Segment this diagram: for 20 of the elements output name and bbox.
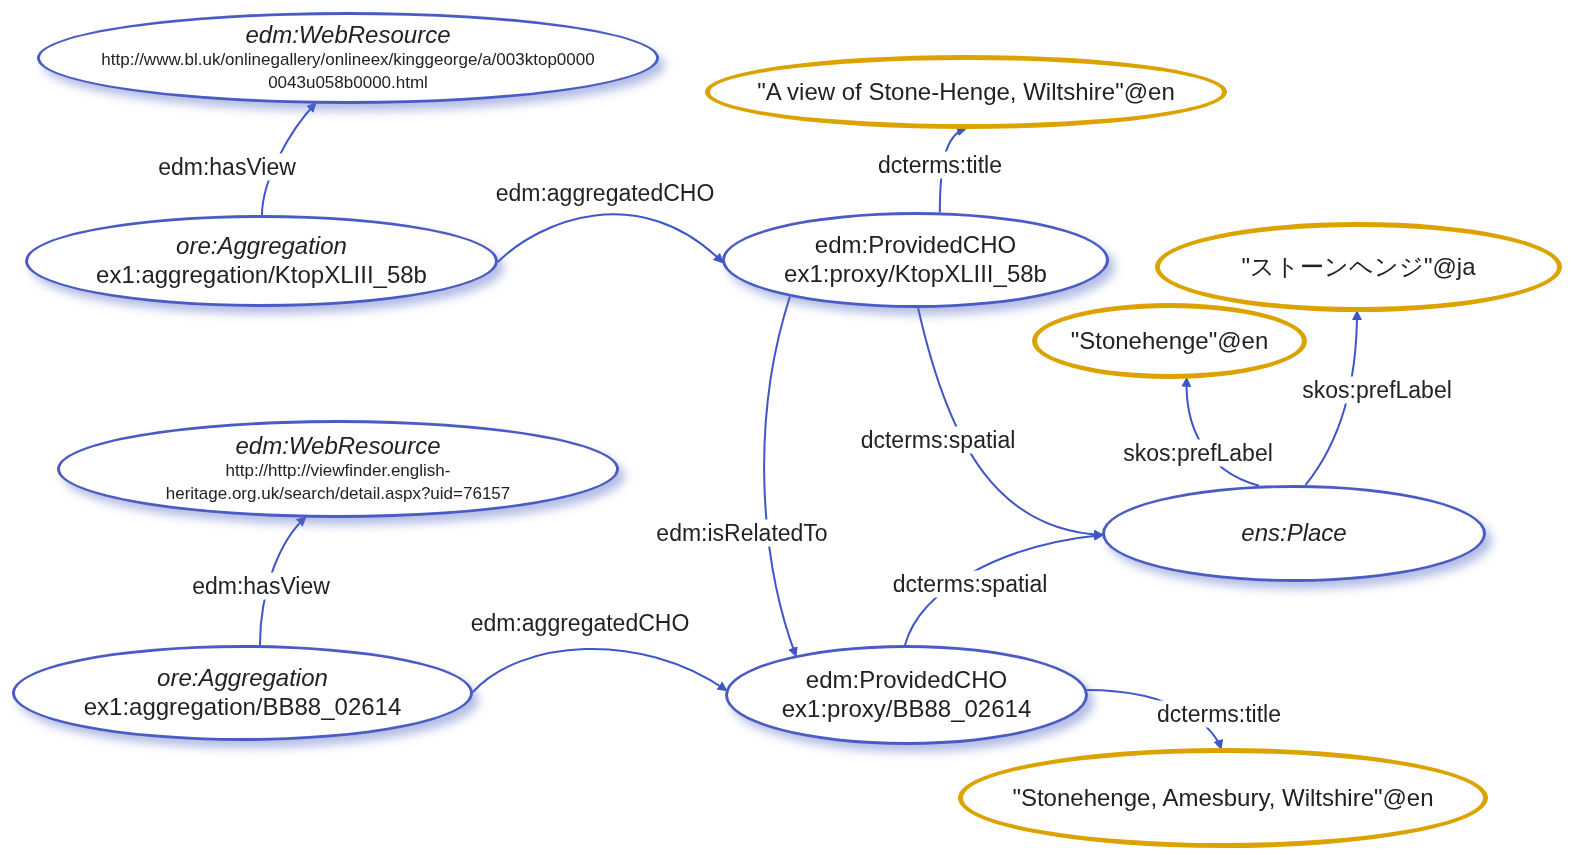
node-text: ens:Place: [1241, 519, 1347, 548]
arrow: [763, 295, 798, 658]
node-text: "ストーンヘンジ"@ja: [1241, 252, 1476, 282]
node-text: "A view of Stone-Henge, Wiltshire"@en: [757, 77, 1175, 107]
class-label: ore:Aggregation: [157, 664, 328, 693]
node-text: "Stonehenge, Amesbury, Wiltshire"@en: [1012, 783, 1434, 813]
node-text: ex1:proxy/BB88_02614: [781, 695, 1032, 724]
uri-text: http://http://viewfinder.english-heritage.org.uk/search/detail.aspx?uid=76157: [164, 460, 512, 506]
class-label: edm:ProvidedCHO: [805, 666, 1008, 695]
uri-text: http://www.bl.uk/onlinegallery/onlineex/kinggeorge/a/003ktop00000043u058b0000.html: [100, 49, 596, 95]
class-label: edm:ProvidedCHO: [814, 231, 1017, 260]
class-label: edm:WebResource: [235, 431, 441, 461]
class-label: ore:Aggregation: [176, 232, 347, 261]
node-text: ex1:proxy/KtopXLIII_58b: [784, 260, 1047, 289]
arrow: [496, 213, 724, 264]
node-text: ex1:aggregation/KtopXLIII_58b: [96, 261, 427, 290]
arrow: [471, 648, 728, 693]
node-text: "Stonehenge"@en: [1070, 326, 1269, 356]
node-text: ex1:aggregation/BB88_02614: [83, 693, 402, 722]
class-label: edm:WebResource: [245, 20, 451, 50]
